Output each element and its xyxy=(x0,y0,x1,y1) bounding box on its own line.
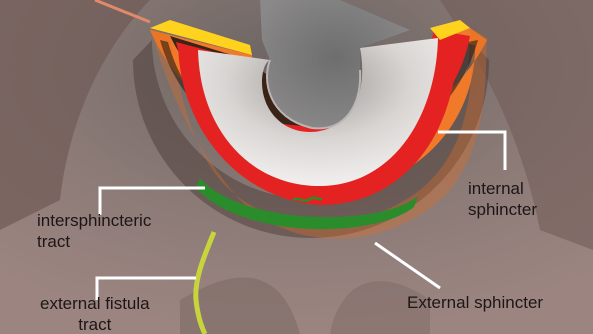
external-fistula-tract-label: external fistula tract xyxy=(40,293,150,334)
external-fistula-tract-label-line2: tract xyxy=(40,314,150,334)
external-fistula-tract-label-line1: external fistula xyxy=(40,293,150,314)
external-sphincter-label: External sphincter xyxy=(407,292,543,313)
intersphincteric-tract-label: intersphincteric tract xyxy=(37,210,151,252)
internal-sphincter-label: internal sphincter xyxy=(468,178,537,220)
intersphincteric-tract-label-line1: intersphincteric xyxy=(37,210,151,231)
internal-sphincter-label-line2: sphincter xyxy=(468,199,537,220)
internal-sphincter-label-line1: internal xyxy=(468,178,537,199)
intersphincteric-tract-label-line2: tract xyxy=(37,231,151,252)
